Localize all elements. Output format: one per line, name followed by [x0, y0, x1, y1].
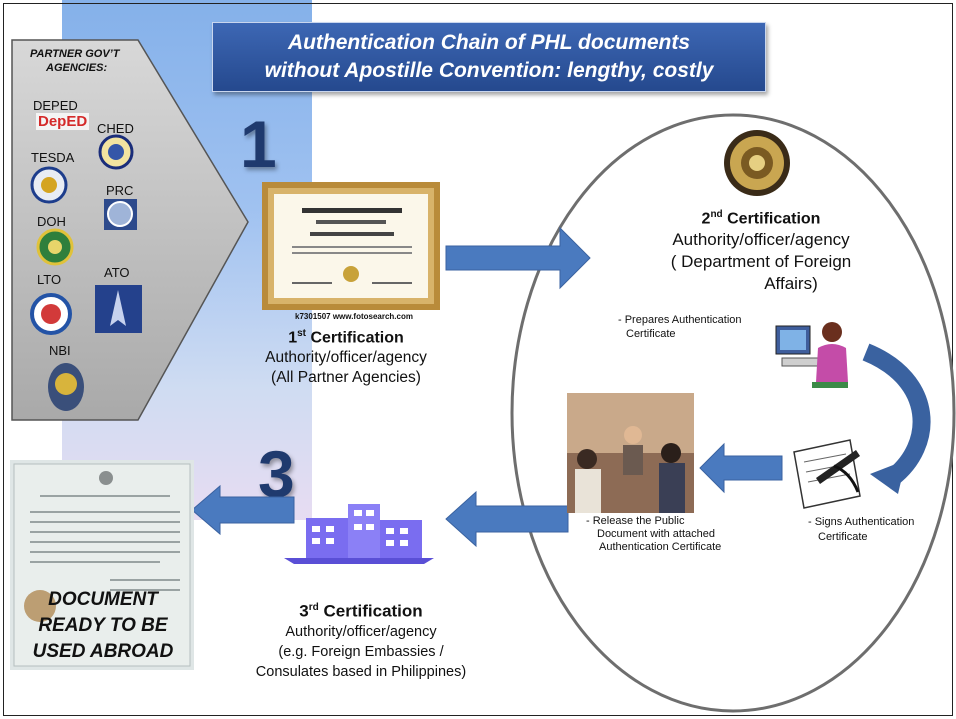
nbi-seal-icon: [48, 363, 84, 411]
doh-seal-icon: [36, 228, 74, 266]
diploma-caption: k7301507 www.fotosearch.com: [295, 312, 413, 321]
sign-task-line-2: Certificate: [818, 531, 868, 543]
title-banner: Authentication Chain of PHL documents wi…: [212, 22, 766, 92]
arrow-sign-to-release: [699, 442, 783, 494]
step-1-number: 1: [240, 107, 277, 181]
ato-seal-icon: [95, 285, 142, 333]
diploma-image: [262, 182, 440, 310]
step-2-line-3: Affairs): [764, 274, 818, 294]
partner-heading-2: AGENCIES:: [46, 62, 108, 74]
step-2-certification: 2nd Certification Authority/officer/agen…: [636, 205, 886, 295]
sign-task-line-1: - Signs Authentication: [808, 516, 915, 528]
computer-user-icon: [775, 322, 848, 388]
final-document-label: DOCUMENT READY TO BE USED ABROAD: [28, 587, 178, 665]
step-3-line-3: Consulates based in Philippines): [255, 663, 467, 680]
agency-prc: PRC: [106, 183, 134, 198]
final-line-3: USED ABROAD: [32, 641, 174, 662]
agency-doh: DOH: [37, 214, 66, 229]
arrow-step3-to-final: [191, 484, 295, 536]
step-2-heading: 2nd Certification: [701, 209, 821, 228]
release-task-line-3: Authentication Certificate: [599, 541, 722, 553]
agency-ato: ATO: [104, 265, 130, 280]
step-1-heading: 1st Certification: [288, 328, 404, 347]
final-line-2: READY TO BE: [38, 615, 168, 636]
step-3-line-1: Authority/officer/agency: [285, 623, 437, 640]
prepare-task-line-2: Certificate: [626, 328, 676, 340]
release-task-line-1: - Release the Public: [586, 515, 685, 527]
lto-seal-icon: [30, 293, 72, 335]
slide-frame: [3, 3, 953, 716]
step-1-line-1: Authority/officer/agency: [265, 349, 427, 367]
tesda-seal-icon: [30, 166, 68, 204]
title-line-1: Authentication Chain of PHL documents: [287, 31, 691, 54]
step-1-line-2: (All Partner Agencies): [271, 369, 421, 387]
agency-nbi: NBI: [49, 343, 71, 358]
step-1-certification: 1st Certification Authority/officer/agen…: [246, 324, 446, 388]
step-3-line-2: (e.g. Foreign Embassies /: [278, 643, 444, 660]
step-3-certification: 3rd Certification Authority/officer/agen…: [236, 598, 486, 682]
arrow-release-to-step3: [445, 490, 569, 548]
partner-heading-1: PARTNER GOV’T: [30, 48, 120, 60]
signing-document-icon: [793, 439, 861, 509]
embassy-building-icon: [284, 504, 434, 564]
prc-seal-icon: [104, 199, 137, 230]
step-2-line-2: ( Department of Foreign: [670, 252, 852, 272]
agency-ched: CHED: [97, 121, 134, 136]
prepare-task-line-1: - Prepares Authentication: [618, 314, 742, 326]
agency-lto: LTO: [37, 272, 62, 287]
agency-deped: DEPED: [33, 98, 78, 113]
agency-tesda: TESDA: [31, 150, 75, 165]
authenticated-document-image: [10, 460, 194, 670]
step-3-heading: 3rd Certification: [299, 601, 423, 621]
deped-logo: DepED: [36, 113, 90, 130]
arrow-step1-to-step2: [445, 226, 591, 290]
release-crowd-image: [567, 393, 694, 513]
arrow-prepare-to-sign: [862, 343, 931, 486]
final-line-1: DOCUMENT: [48, 589, 158, 610]
title-line-2: without Apostille Convention: lengthy, c…: [264, 59, 714, 82]
step-2-line-1: Authority/officer/agency: [672, 230, 850, 250]
dfa-seal-icon: [724, 130, 790, 196]
release-task-line-2: Document with attached: [597, 528, 716, 540]
ched-seal-icon: [98, 134, 134, 170]
